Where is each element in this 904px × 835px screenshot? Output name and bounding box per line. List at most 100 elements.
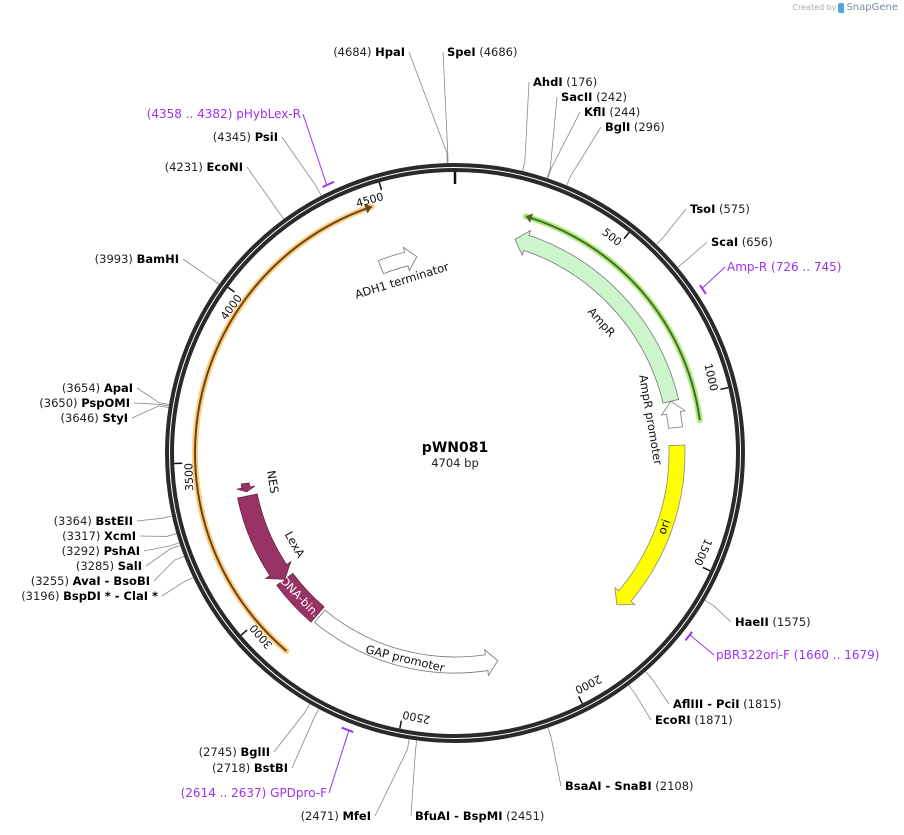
site-enzyme-name: PsiI xyxy=(255,130,278,144)
restriction-site-label[interactable]: (3255) AvaI - BsoBI xyxy=(31,574,150,588)
site-enzyme-name: EcoRI xyxy=(655,713,691,727)
site-enzyme-name: ScaI xyxy=(711,235,738,249)
site-position: (3255) xyxy=(31,574,69,588)
restriction-site-label[interactable]: ScaI (656) xyxy=(711,235,773,249)
site-leader-line xyxy=(246,166,285,220)
restriction-site-label[interactable]: SacII (242) xyxy=(561,90,627,104)
primer-name: pBR322ori-F xyxy=(716,648,790,662)
restriction-site-label[interactable]: (2745) BglII xyxy=(199,745,270,759)
site-enzyme-name: MfeI xyxy=(342,809,371,823)
restriction-site-label[interactable]: (3364) BstEII xyxy=(54,514,133,528)
restriction-site-label[interactable]: (3285) SalI xyxy=(76,559,142,573)
site-leader-line xyxy=(133,402,169,407)
tick-mark xyxy=(399,720,403,729)
site-enzyme-name: KflI xyxy=(584,105,606,119)
restriction-site-label[interactable]: BglI (296) xyxy=(605,120,665,134)
credit-brand: SnapGene xyxy=(846,2,898,13)
tick-label: 500 xyxy=(600,226,625,249)
orf-layer xyxy=(192,203,703,654)
site-position: (2718) xyxy=(212,761,250,775)
feature-gap-promoter[interactable] xyxy=(314,609,499,677)
primer-name: Amp-R xyxy=(727,260,767,274)
orf-line xyxy=(525,215,701,421)
site-enzyme-name: AvaI - BsoBI xyxy=(73,574,150,588)
site-leader-line xyxy=(161,577,194,597)
feature-ori[interactable] xyxy=(614,444,686,606)
restriction-site-label[interactable]: KflI (244) xyxy=(584,105,640,119)
snapgene-credit: Created by SnapGene xyxy=(792,2,898,13)
primer-label[interactable]: Amp-R (726 .. 745) xyxy=(727,260,841,274)
restriction-site-label[interactable]: (3196) BspDI * - ClaI * xyxy=(21,589,158,603)
site-leader-line xyxy=(281,136,322,196)
restriction-site-label[interactable]: BsaAI - SnaBI (2108) xyxy=(565,779,694,793)
site-position: (176) xyxy=(566,75,597,89)
primer-name: GPDpro-F xyxy=(270,786,327,800)
primer-label[interactable]: pBR322ori-F (1660 .. 1679) xyxy=(716,648,879,662)
site-leader-line xyxy=(645,671,670,705)
restriction-site-label[interactable]: (3654) ApaI xyxy=(62,381,133,395)
primer-range: (1660 .. 1679) xyxy=(794,648,880,662)
restriction-site-label[interactable]: BfuAI - BspMI (2451) xyxy=(415,809,544,823)
feature-lexa[interactable] xyxy=(237,493,292,580)
restriction-site-label[interactable]: SpeI (4686) xyxy=(447,45,518,59)
primer-label[interactable]: (2614 .. 2637) GPDpro-F xyxy=(181,786,327,800)
primer-name: pHybLex-R xyxy=(236,107,301,121)
site-position: (2745) xyxy=(199,745,237,759)
restriction-site-label[interactable]: (3292) PshAI xyxy=(62,544,140,558)
site-enzyme-name: XcmI xyxy=(104,529,136,543)
site-enzyme-name: PspOMI xyxy=(81,396,130,410)
site-leader-line xyxy=(677,241,708,268)
restriction-site-label[interactable]: (3317) XcmI xyxy=(62,529,136,543)
site-enzyme-name: BstBI xyxy=(254,761,288,775)
restriction-site-label[interactable]: (4684) HpaI xyxy=(333,45,405,59)
restriction-site-label[interactable]: TsoI (575) xyxy=(690,202,750,216)
orf-arrow-icon xyxy=(525,213,534,223)
primer-bind-mark xyxy=(684,631,693,641)
primer-leader-line xyxy=(702,266,726,288)
restriction-site-label[interactable]: (2718) BstBI xyxy=(212,761,288,775)
restriction-site-label[interactable]: HaeII (1575) xyxy=(735,615,811,629)
primer-leader-line xyxy=(302,113,327,185)
site-position: (3317) xyxy=(62,529,100,543)
restriction-site-label[interactable]: (3646) StyI xyxy=(61,411,128,425)
tick-label: 2500 xyxy=(401,708,431,726)
site-position: (575) xyxy=(719,202,750,216)
tick-label: 2000 xyxy=(573,672,604,696)
feature-adh1-terminator[interactable] xyxy=(377,246,418,275)
restriction-site-label[interactable]: (3993) BamHI xyxy=(95,252,179,266)
feature-ampr[interactable] xyxy=(514,229,680,404)
restriction-site-label[interactable]: AflIII - PciI (1815) xyxy=(673,697,781,711)
restriction-site-label[interactable]: AhdI (176) xyxy=(533,75,597,89)
tick-label: 1500 xyxy=(691,537,715,568)
site-enzyme-name: BfuAI - BspMI xyxy=(415,809,502,823)
restriction-site-label[interactable]: (4345) PsiI xyxy=(213,130,278,144)
primer-leader-line xyxy=(690,635,715,656)
primer-bind-mark xyxy=(341,726,354,733)
site-leader-line xyxy=(522,81,530,172)
site-enzyme-name: BglI xyxy=(605,120,630,134)
site-position: (1815) xyxy=(743,697,781,711)
feature-label-ampr: AmpR xyxy=(585,305,618,340)
enzyme-site-layer: (4684) HpaI SpeI (4686) AhdI (176)SacII (2… xyxy=(21,45,810,823)
site-leader-line xyxy=(136,387,170,405)
site-enzyme-name: HaeII xyxy=(735,615,769,629)
site-position: (3654) xyxy=(62,381,100,395)
primer-label[interactable]: (4358 .. 4382) pHybLex-R xyxy=(147,107,301,121)
site-leader-line xyxy=(273,703,311,753)
site-enzyme-name: EcoNI xyxy=(207,160,243,174)
restriction-site-label[interactable]: (4231) EcoNI xyxy=(165,160,243,174)
feature-label-gap-promoter: GAP promoter xyxy=(364,642,446,675)
feature-label-lexa: LexA xyxy=(282,529,308,560)
restriction-site-label[interactable]: (2471) MfeI xyxy=(301,809,371,823)
restriction-site-label[interactable]: (3650) PspOMI xyxy=(39,396,130,410)
site-leader-line xyxy=(656,208,687,245)
primer-layer: (4358 .. 4382) pHybLex-R Amp-R (726 .. 74… xyxy=(147,107,880,800)
site-leader-line xyxy=(139,533,177,537)
feature-nes[interactable] xyxy=(236,482,255,493)
restriction-site-label[interactable]: EcoRI (1871) xyxy=(655,713,733,727)
site-leader-line xyxy=(374,739,410,817)
site-leader-line xyxy=(131,405,169,419)
site-position: (244) xyxy=(609,105,640,119)
feature-ampr-promoter[interactable] xyxy=(660,400,687,429)
backbone-outer-strand xyxy=(165,163,745,743)
